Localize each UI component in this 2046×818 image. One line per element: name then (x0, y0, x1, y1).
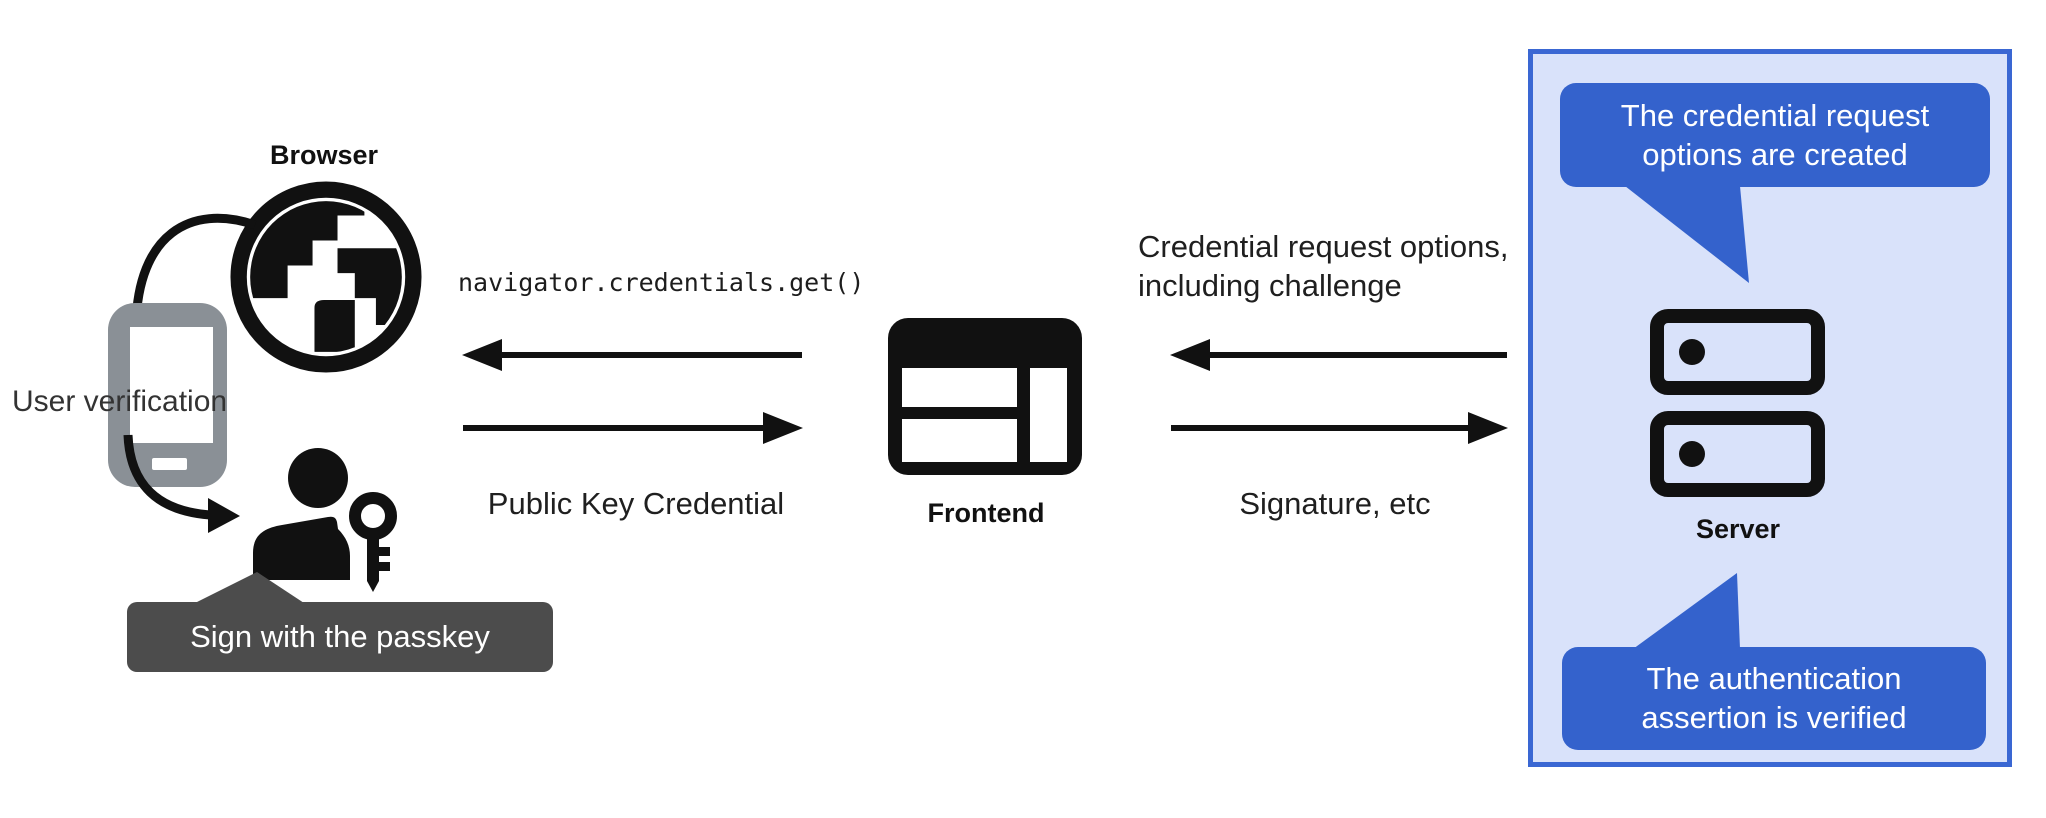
frontend-label: Frontend (927, 498, 1045, 528)
callout-assertion-verified: The authentication assertion is verified (1562, 647, 1986, 750)
server-icon (1650, 309, 1825, 497)
curved-arrow-phone-to-user-icon (123, 434, 240, 533)
callout-request-created: The credential request options are creat… (1560, 83, 1990, 187)
callout-bottom-tail-icon (1633, 573, 1740, 649)
callout-request-created-line2: options are created (1642, 137, 1908, 172)
public-key-credential-label: Public Key Credential (487, 486, 785, 521)
callout-request-created-line1: The credential request (1620, 98, 1930, 133)
user-icon (253, 448, 350, 580)
credential-request-line1: Credential request options, (1138, 229, 1509, 264)
browser-label: Browser (269, 140, 379, 170)
sign-with-passkey-tooltip: Sign with the passkey (127, 602, 553, 672)
arrow-frontend-to-server-icon (1171, 412, 1508, 444)
callout-assertion-verified-line1: The authentication (1646, 661, 1902, 696)
frontend-window-icon (888, 318, 1082, 475)
navigator-credentials-get-code: navigator.credentials.get() (458, 268, 865, 297)
credential-request-options-label: Credential request options, including ch… (1138, 227, 1509, 305)
globe-icon (230, 181, 422, 373)
credential-request-line2: including challenge (1138, 268, 1402, 303)
user-verification-label: User verification (12, 385, 228, 418)
callout-top-tail-icon (1625, 186, 1749, 283)
callout-assertion-verified-line2: assertion is verified (1641, 700, 1907, 735)
tooltip-pointer-icon (195, 572, 304, 603)
key-icon (349, 492, 397, 592)
arrow-browser-to-frontend-icon (463, 412, 803, 444)
arrow-frontend-to-browser-icon (462, 339, 802, 371)
arrow-server-to-frontend-icon (1170, 339, 1507, 371)
server-label: Server (1695, 514, 1781, 544)
signature-etc-label: Signature, etc (1239, 486, 1431, 521)
phone-icon (108, 303, 227, 487)
